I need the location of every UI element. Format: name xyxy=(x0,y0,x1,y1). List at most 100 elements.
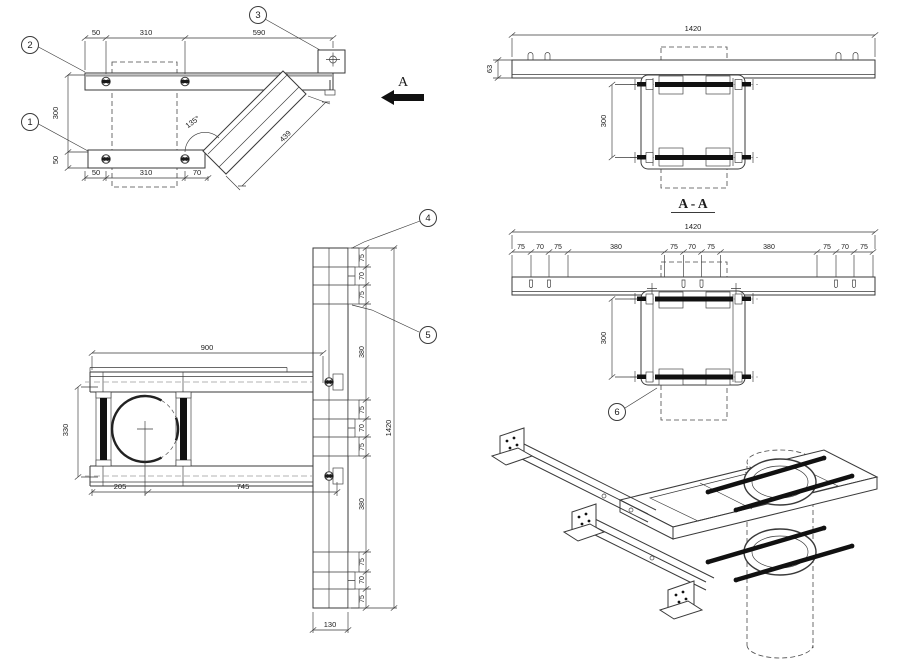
dim-seg: 75 xyxy=(359,558,366,566)
plan-view-dimensions: 1420 75 70 75 380 75 70 75 380 75 70 75 xyxy=(508,222,879,277)
dim-seg: 380 xyxy=(610,244,622,251)
iso-rails xyxy=(511,441,715,591)
section-view-dimensions: 1420 63 300 xyxy=(485,24,879,161)
bolt-symbol xyxy=(324,471,334,481)
side-view: 900 330 205 745 75 70 75 380 75 70 75 38… xyxy=(61,209,437,633)
clamp-rod-bottom xyxy=(655,155,733,160)
dim-seg: 75 xyxy=(707,244,715,251)
dim-column-width-130: 130 xyxy=(324,620,337,629)
callout-3-number: 3 xyxy=(255,10,260,21)
dim-bottom-310: 310 xyxy=(140,168,153,177)
bolt-symbol xyxy=(101,76,111,87)
callout-1: 1 xyxy=(21,113,89,152)
dim-seg: 75 xyxy=(359,595,366,603)
section-view-geometry xyxy=(511,46,876,189)
iso-end-brackets xyxy=(490,427,704,620)
callout-3: 3 xyxy=(249,6,321,51)
dim-top-590: 590 xyxy=(253,28,266,37)
front-view: 50 310 590 300 50 50 310 70 439 135° 2 1… xyxy=(21,6,346,191)
dim-seg: 380 xyxy=(359,346,366,358)
callout-2: 2 xyxy=(21,36,86,73)
dim-offset-205: 205 xyxy=(114,482,127,491)
dim-left-50: 50 xyxy=(51,156,60,164)
dim-bolt-spacing-300: 300 xyxy=(599,115,608,128)
dim-seg: 70 xyxy=(359,272,366,280)
dim-seg: 75 xyxy=(670,244,678,251)
dim-diagonal-length: 439 xyxy=(278,129,293,144)
dim-bolt-spacing-330: 330 xyxy=(61,424,70,437)
end-bracket xyxy=(317,49,346,74)
dim-bottom-70: 70 xyxy=(193,168,201,177)
plan-view: 1420 75 70 75 380 75 70 75 380 75 70 75 xyxy=(508,222,879,421)
view-arrow-icon xyxy=(381,90,424,105)
callout-5: 5 xyxy=(351,304,437,344)
dim-seg: 75 xyxy=(860,244,868,251)
section-title-label: A - A xyxy=(678,196,708,211)
dim-seg: 70 xyxy=(359,576,366,584)
dim-seg: 75 xyxy=(517,244,525,251)
side-view-geometry xyxy=(85,247,360,609)
clamp-rod-top xyxy=(655,296,733,302)
dim-overall-1420: 1420 xyxy=(685,222,702,231)
section-view: 1420 63 300 A - A xyxy=(485,24,879,213)
dim-top-50: 50 xyxy=(92,28,100,37)
dim-top-310: 310 xyxy=(140,28,153,37)
dim-seg: 70 xyxy=(536,244,544,251)
dim-beam-height-63: 63 xyxy=(485,65,494,73)
dim-left-300: 300 xyxy=(51,107,60,120)
iso-clamp-bars xyxy=(705,455,855,583)
bolt-symbol xyxy=(324,377,334,387)
dim-seg: 70 xyxy=(688,244,696,251)
callout-4: 4 xyxy=(351,209,437,249)
dim-seg: 75 xyxy=(823,244,831,251)
view-direction-arrow: A xyxy=(381,75,424,105)
pole-hidden-outline xyxy=(111,61,178,188)
dim-overall-1420: 1420 xyxy=(384,420,393,437)
dim-seg: 75 xyxy=(359,291,366,299)
dim-seg: 75 xyxy=(554,244,562,251)
dim-overall-1420: 1420 xyxy=(685,24,702,33)
callout-6-number: 6 xyxy=(614,407,619,418)
dim-offset-745: 745 xyxy=(237,482,250,491)
dim-seg: 75 xyxy=(359,254,366,262)
bolt-symbol xyxy=(180,76,190,87)
callout-2-number: 2 xyxy=(27,40,32,51)
slot-marks xyxy=(527,52,859,60)
callout-1-number: 1 xyxy=(27,117,32,128)
isometric-view xyxy=(490,427,879,659)
callout-6: 6 xyxy=(608,387,658,421)
dim-beam-length-900: 900 xyxy=(201,343,214,352)
bolt-head xyxy=(324,89,336,96)
clamp-rod-bottom xyxy=(655,374,733,380)
dim-seg: 70 xyxy=(841,244,849,251)
clamp-rod-top xyxy=(655,82,733,87)
side-view-dimensions: 900 330 205 745 75 70 75 380 75 70 75 38… xyxy=(61,245,398,633)
dim-seg: 75 xyxy=(359,443,366,451)
diagonal-brace xyxy=(202,70,307,175)
dim-angle: 135° xyxy=(184,114,202,130)
angle-arc xyxy=(184,131,220,153)
iso-frame xyxy=(618,449,879,540)
clamp-rod-left xyxy=(100,398,107,460)
bolt-symbol xyxy=(101,154,111,164)
clamp-frame xyxy=(640,290,746,386)
front-view-geometry xyxy=(84,49,346,188)
bolt-symbol xyxy=(180,154,190,164)
dim-bolt-spacing-300: 300 xyxy=(599,332,608,345)
dim-seg: 70 xyxy=(359,424,366,432)
bottom-beam xyxy=(87,149,206,169)
section-title: A - A xyxy=(671,196,715,213)
clamp-rod-right xyxy=(180,398,187,460)
dim-seg: 380 xyxy=(763,244,775,251)
callout-5-number: 5 xyxy=(425,330,430,341)
view-arrow-label: A xyxy=(398,75,409,90)
clamp-frame xyxy=(640,74,746,170)
plan-view-geometry: 300 xyxy=(511,261,876,421)
column xyxy=(312,247,349,609)
pole-circle xyxy=(110,394,180,464)
bolt-slots xyxy=(529,279,856,288)
dim-seg: 380 xyxy=(359,498,366,510)
callout-4-number: 4 xyxy=(425,213,430,224)
